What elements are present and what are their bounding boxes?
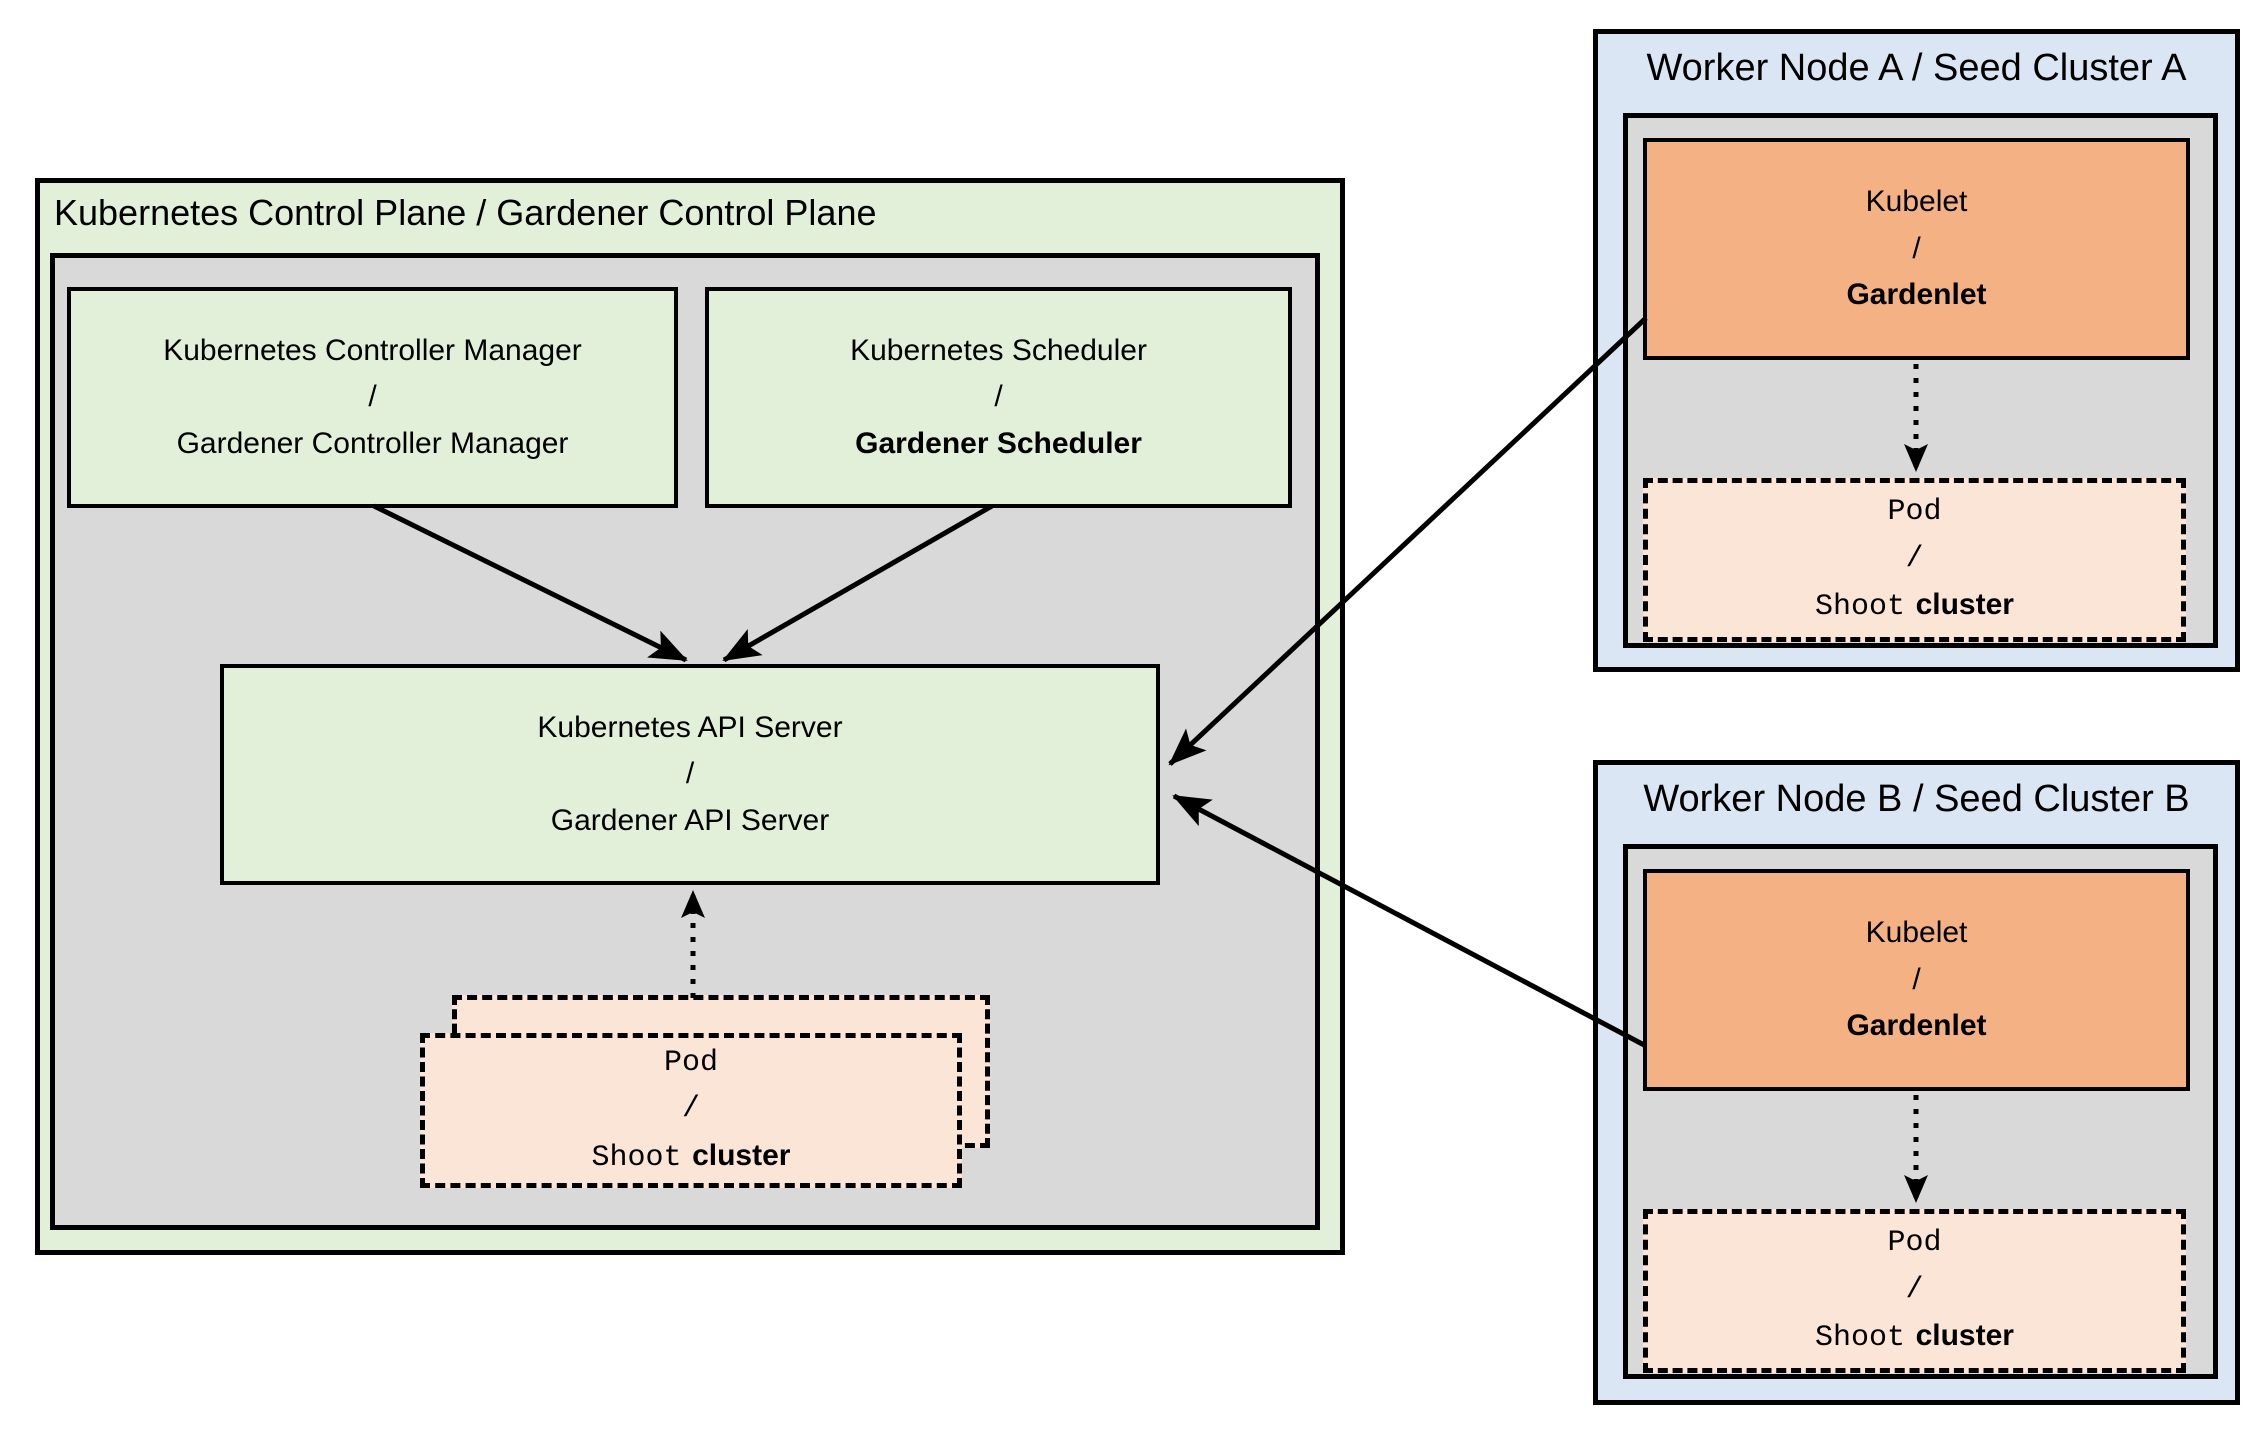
control-plane-inner-box: Kubernetes Controller Manager / Gardener…	[50, 253, 1320, 1230]
scheduler-line1: Kubernetes Scheduler	[850, 333, 1147, 367]
worker-node-a-title: Worker Node A / Seed Cluster A	[1646, 47, 2187, 89]
kubelet-a-box: Kubelet / Gardenlet	[1643, 138, 2190, 360]
api-server-line1: Kubernetes API Server	[537, 710, 843, 744]
api-server-label: Kubernetes API Server / Gardener API Ser…	[224, 668, 1156, 881]
pod-stack-front-box: Pod / Shoot cluster	[420, 1033, 962, 1188]
worker-node-b-title: Worker Node B / Seed Cluster B	[1643, 778, 2190, 820]
kubelet-b-line2: Gardenlet	[1846, 1009, 1987, 1043]
scheduler-label: Kubernetes Scheduler / Gardener Schedule…	[709, 291, 1288, 504]
kubelet-a-line2: Gardenlet	[1846, 278, 1987, 312]
pod-stack-label: Pod / Shoot cluster	[425, 1038, 957, 1183]
pod-a-separator: /	[1905, 541, 1924, 576]
pod-b-line2-text: cluster	[1915, 1319, 2014, 1353]
pod-b-line2: Shoot cluster	[1815, 1313, 2014, 1362]
pod-b-line2-code: Shoot	[1815, 1321, 1906, 1356]
pod-a-line2: Shoot cluster	[1815, 582, 2014, 631]
scheduler-line2: Gardener Scheduler	[855, 426, 1142, 460]
kubelet-b-label: Kubelet / Gardenlet	[1647, 873, 2186, 1087]
controller-manager-line2: Gardener Controller Manager	[176, 426, 569, 460]
pod-stack-line2-text: cluster	[692, 1138, 791, 1172]
controller-manager-box: Kubernetes Controller Manager / Gardener…	[67, 287, 678, 508]
scheduler-separator: /	[994, 380, 1003, 414]
api-server-box: Kubernetes API Server / Gardener API Ser…	[220, 664, 1160, 885]
pod-stack-separator: /	[681, 1092, 700, 1127]
api-server-separator: /	[685, 757, 695, 791]
worker-node-b-inner-box: Kubelet / Gardenlet Pod / Shoot cluster	[1623, 844, 2218, 1379]
kubelet-b-box: Kubelet / Gardenlet	[1643, 869, 2190, 1091]
control-plane-title: Kubernetes Control Plane / Gardener Cont…	[54, 192, 877, 233]
pod-b-box: Pod / Shoot cluster	[1643, 1209, 2186, 1373]
pod-b-line1: Pod	[1887, 1226, 1942, 1261]
pod-a-line1: Pod	[1887, 495, 1942, 530]
kubelet-b-line1: Kubelet	[1865, 916, 1968, 950]
worker-node-a-box: Worker Node A / Seed Cluster A Kubelet /…	[1593, 29, 2240, 672]
pod-b-separator: /	[1905, 1272, 1924, 1307]
controller-manager-line1: Kubernetes Controller Manager	[163, 333, 582, 367]
scheduler-box: Kubernetes Scheduler / Gardener Schedule…	[705, 287, 1292, 508]
kubelet-a-label: Kubelet / Gardenlet	[1647, 142, 2186, 356]
pod-stack-line2: Shoot cluster	[592, 1133, 791, 1182]
pod-stack-line2-code: Shoot	[591, 1140, 682, 1175]
kubelet-a-separator: /	[1912, 231, 1921, 265]
worker-node-a-inner-box: Kubelet / Gardenlet Pod / Shoot cluster	[1623, 113, 2218, 648]
pod-a-line2-text: cluster	[1915, 588, 2014, 622]
pod-a-line2-code: Shoot	[1815, 590, 1906, 625]
pod-a-label: Pod / Shoot cluster	[1648, 483, 2181, 637]
worker-node-b-box: Worker Node B / Seed Cluster B Kubelet /…	[1593, 760, 2240, 1405]
pod-a-box: Pod / Shoot cluster	[1643, 478, 2186, 642]
kubelet-b-separator: /	[1912, 962, 1921, 996]
pod-b-label: Pod / Shoot cluster	[1648, 1214, 2181, 1368]
controller-manager-label: Kubernetes Controller Manager / Gardener…	[71, 291, 674, 504]
pod-stack-line1: Pod	[663, 1045, 718, 1080]
control-plane-box: Kubernetes Control Plane / Gardener Cont…	[35, 178, 1345, 1255]
controller-manager-separator: /	[368, 380, 377, 414]
api-server-line2: Gardener API Server	[550, 803, 830, 837]
kubelet-a-line1: Kubelet	[1865, 185, 1968, 219]
